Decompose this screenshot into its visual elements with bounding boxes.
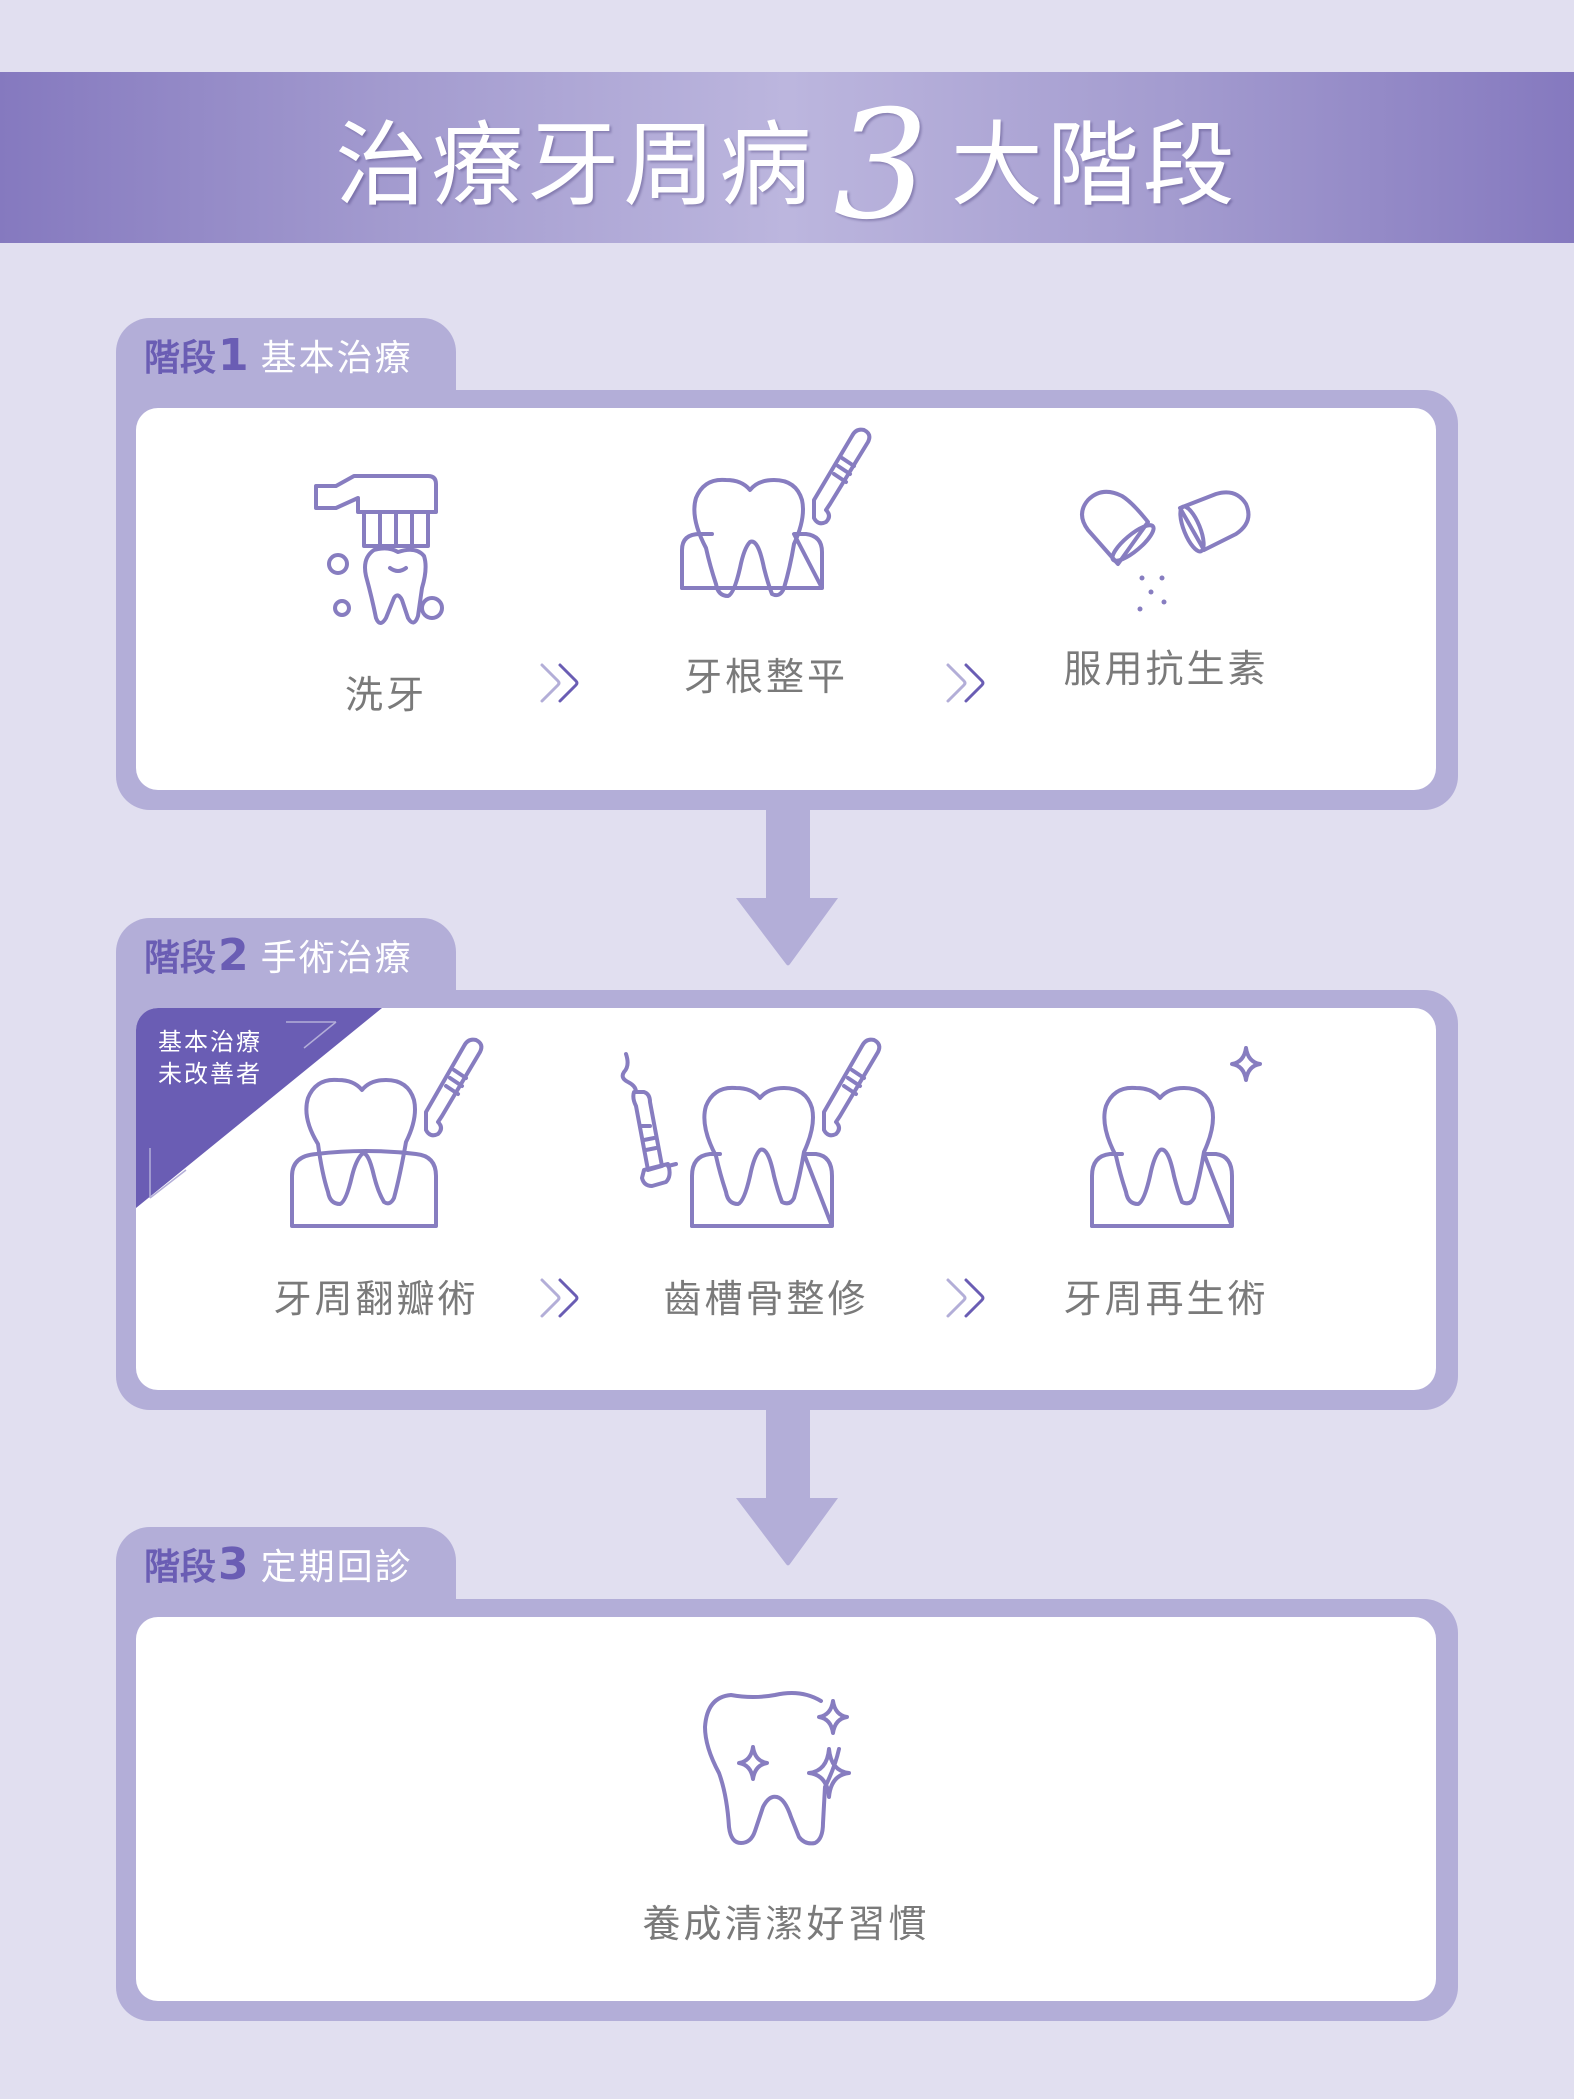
stage-prefix: 階段	[144, 938, 217, 979]
chevron-right-icon	[540, 663, 579, 703]
stage-3-frame: 養成清潔好習慣	[116, 1599, 1458, 2021]
stage-1-frame: 洗牙	[116, 390, 1458, 810]
ribbon-line-1: 基本治療	[158, 1028, 262, 1056]
step-antibiotics: 服用抗生素	[1016, 408, 1316, 693]
tooth-regeneration-icon	[1090, 1046, 1262, 1228]
tooth-bone-repair-icon	[620, 1037, 882, 1228]
step-label: 牙周翻瓣術	[273, 1277, 479, 1321]
stage-2-card: 基本治療 未改善者	[136, 1008, 1436, 1390]
sparkling-tooth-icon	[703, 1691, 851, 1846]
stage-2-section: 階段 2 手術治療 基本治療 未改善者	[116, 918, 1458, 1410]
title-number: 3	[833, 78, 933, 253]
step-label: 牙周再生術	[1063, 1277, 1269, 1321]
arrow-down-icon	[736, 1410, 838, 1566]
stage-title: 定期回診	[260, 1547, 413, 1588]
ribbon-background	[136, 1008, 382, 1208]
step-label: 洗牙	[344, 673, 427, 717]
stage-prefix: 階段	[144, 338, 217, 379]
chevron-right-icon	[946, 663, 985, 703]
step-label: 養成清潔好習慣	[642, 1902, 930, 1946]
capsule-icon	[1080, 489, 1251, 612]
tooth-flap-surgery-icon	[290, 1037, 484, 1228]
toothbrush-tooth-icon	[314, 474, 444, 625]
step-label: 齒槽骨整修	[663, 1277, 869, 1321]
stage-3-tab: 階段 3 定期回診	[116, 1527, 456, 1609]
stage-title: 手術治療	[260, 938, 413, 979]
stage-2-frame: 基本治療 未改善者	[116, 990, 1458, 1410]
stage-1-card: 洗牙	[136, 408, 1436, 790]
step-good-habits: 養成清潔好習慣	[636, 1617, 936, 1948]
stage-title: 基本治療	[260, 338, 413, 379]
step-regeneration: 牙周再生術	[1016, 1008, 1316, 1323]
stage-3-section: 階段 3 定期回診 養成清潔好習慣	[116, 1527, 1458, 2021]
step-scaling: 洗牙	[236, 408, 536, 719]
step-root-planing: 牙根整平	[616, 408, 916, 701]
stage-number: 1	[218, 329, 249, 381]
stage-number: 2	[218, 929, 249, 981]
stage-2-tab: 階段 2 手術治療	[116, 918, 456, 1000]
stage-3-card: 養成清潔好習慣	[136, 1617, 1436, 2001]
tooth-scaler-icon	[680, 427, 872, 598]
title-banner: 治療牙周病 3 大階段	[0, 72, 1574, 243]
step-bone-repair: 齒槽骨整修	[616, 1008, 916, 1323]
step-label: 服用抗生素	[1063, 647, 1269, 691]
stage-number: 3	[218, 1538, 249, 1590]
stage-1-tab: 階段 1 基本治療	[116, 318, 456, 400]
page-title: 治療牙周病 3 大階段	[335, 83, 1239, 241]
ribbon-line-2: 未改善者	[158, 1060, 262, 1088]
stage-prefix: 階段	[144, 1547, 217, 1588]
chevron-right-icon	[540, 1278, 579, 1318]
chevron-right-icon	[946, 1278, 985, 1318]
title-text-before: 治療牙周病	[335, 112, 816, 219]
step-flap-surgery: 牙周翻瓣術	[226, 1008, 526, 1323]
arrow-down-icon	[736, 810, 838, 966]
condition-ribbon: 基本治療 未改善者	[136, 1008, 382, 1208]
title-text-after: 大階段	[950, 112, 1239, 219]
stage-1-section: 階段 1 基本治療	[116, 318, 1458, 810]
ribbon-text: 基本治療 未改善者	[158, 1026, 262, 1090]
step-label: 牙根整平	[683, 655, 848, 699]
